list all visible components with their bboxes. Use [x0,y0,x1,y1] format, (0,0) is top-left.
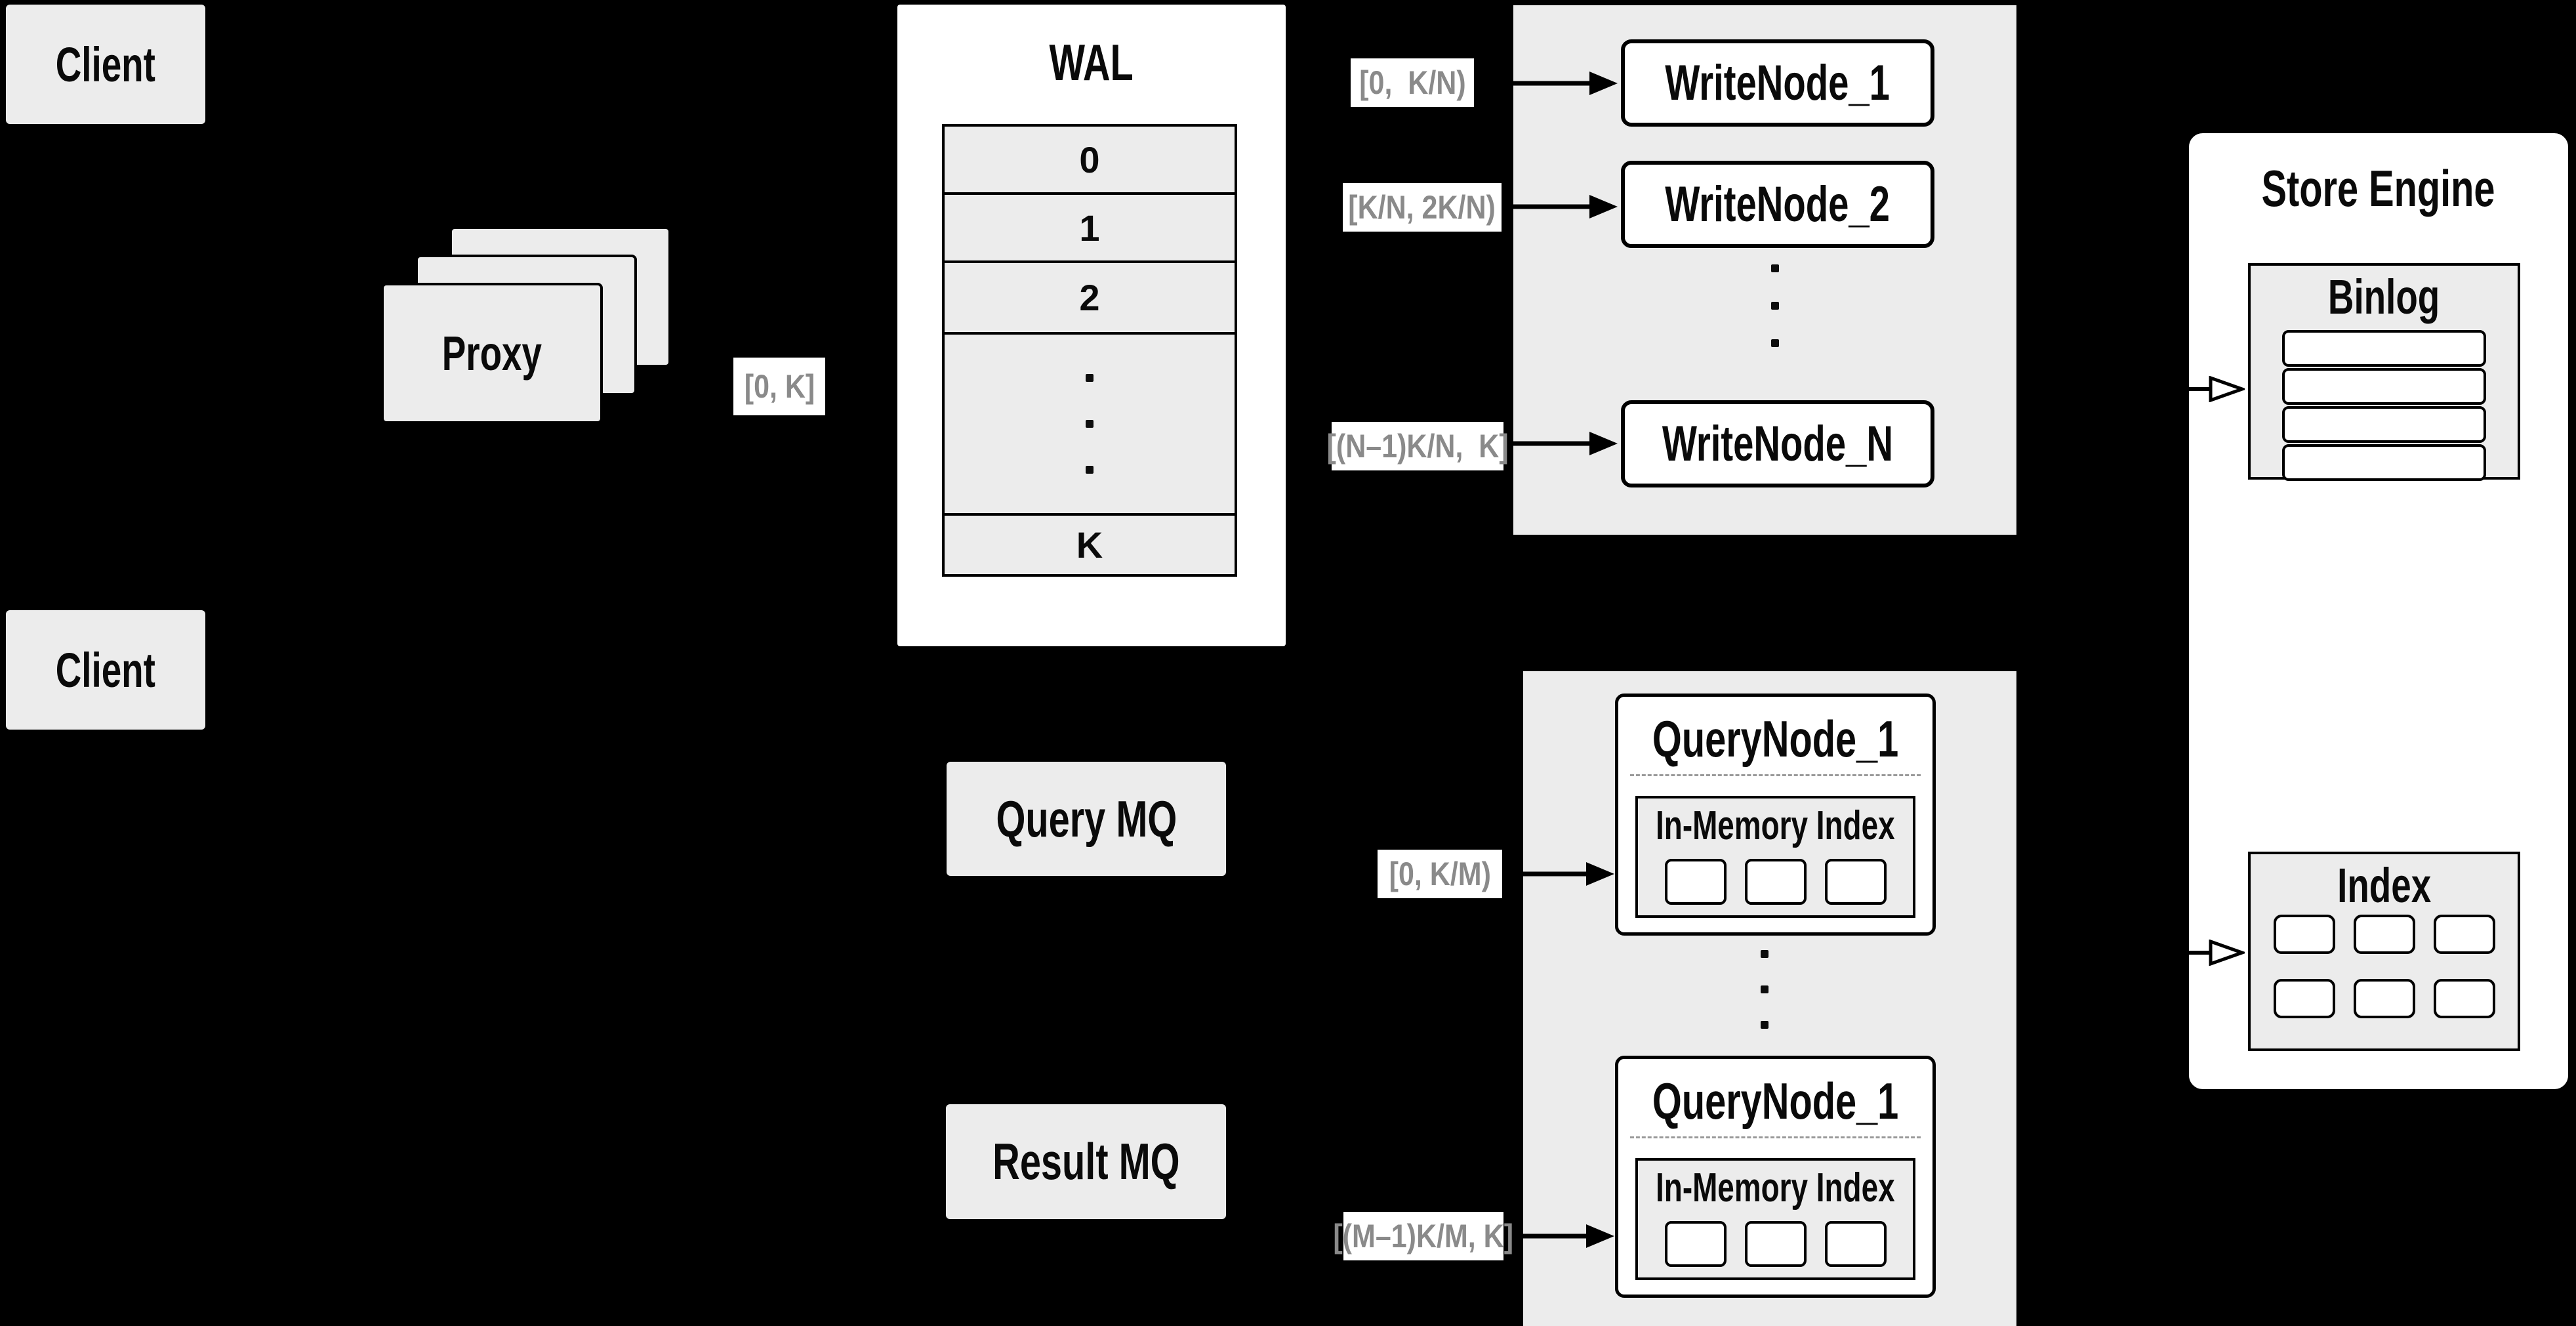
wal-row-ellipsis [945,332,1235,513]
query-node-bottom: QueryNode_1 In-Memory Index [1615,1056,1936,1298]
proxy-label: Proxy [441,326,542,381]
binlog-box: Binlog [2248,263,2520,481]
in-memory-index-box: In-Memory Index [1635,1158,1915,1280]
store-engine-title: Store Engine [2261,159,2495,217]
write-range-label-2: [K/N, 2K/N) [1343,183,1502,232]
write-node-1: WriteNode_1 [1621,39,1934,127]
in-memory-index-box: In-Memory Index [1635,796,1915,918]
arrow-write-2 [1513,195,1618,218]
client-bottom-label: Client [55,642,156,697]
hollow-arrow-binlog [2188,376,2245,402]
arrow-write-1 [1513,72,1618,95]
query-range-label-bottom: [(M–1)K/M, K] [1334,1212,1513,1260]
wal-row: 2 [945,260,1235,332]
segment-cell [1664,859,1727,905]
client-top-node: Client [6,5,205,124]
arrow-query-top [1523,862,1614,886]
index-cell [2433,979,2495,1018]
wal-row: K [945,513,1235,574]
index-cell [2273,915,2335,954]
query-range-label-top: [0, K/M) [1378,850,1502,898]
wal-panel: WAL 0 1 2 K [897,5,1286,646]
write-range-label-1: [0, K/N) [1351,58,1474,107]
binlog-segment [2282,368,2486,405]
store-engine-panel: Store Engine Binlog Index [2186,130,2571,1092]
query-node-title: QueryNode_1 [1652,1071,1899,1130]
vertical-ellipsis-icon [1086,374,1094,474]
segment-cell [1664,1221,1727,1267]
binlog-segment [2282,330,2486,367]
query-mq-node: Query MQ [947,762,1226,876]
client-bottom-node: Client [6,610,205,730]
hollow-arrow-index [2188,940,2245,966]
result-mq-node: Result MQ [946,1104,1226,1219]
index-cell [2353,915,2415,954]
write-nodes-ellipsis-icon [1771,264,1779,347]
segment-cell [1744,859,1807,905]
arrow-write-n [1513,432,1618,455]
proxy-node: Proxy [381,283,603,424]
query-mq-label: Query MQ [996,789,1177,848]
write-node-n: WriteNode_N [1621,400,1934,487]
write-range-label-3: [(N–1)K/N, K] [1326,422,1509,470]
index-box: Index [2248,852,2520,1051]
binlog-title: Binlog [2328,269,2440,324]
in-memory-index-title: In-Memory Index [1656,802,1895,848]
binlog-segment [2282,406,2486,443]
dashed-divider [1630,774,1921,776]
client-top-label: Client [55,37,156,92]
in-memory-index-title: In-Memory Index [1656,1165,1895,1211]
query-node-title: QueryNode_1 [1652,709,1899,768]
query-node-top: QueryNode_1 In-Memory Index [1615,694,1936,936]
segment-cell [1824,1221,1887,1267]
segment-cell [1824,859,1887,905]
wal-title: WAL [1049,33,1134,91]
wal-row: 0 [1079,138,1100,180]
query-nodes-ellipsis-icon [1761,950,1768,1029]
proxy-range-label: [0, K] [733,358,825,415]
binlog-segment [2282,444,2486,481]
index-title: Index [2337,858,2432,913]
index-cell [2273,979,2335,1018]
result-mq-label: Result MQ [992,1132,1180,1190]
wal-row: 1 [945,192,1235,260]
arrow-query-bottom [1523,1224,1614,1248]
index-cell [2353,979,2415,1018]
wal-table: 0 1 2 K [942,124,1237,577]
write-node-2: WriteNode_2 [1621,161,1934,248]
index-cell [2433,915,2495,954]
segment-cell [1744,1221,1807,1267]
dashed-divider [1630,1136,1921,1138]
